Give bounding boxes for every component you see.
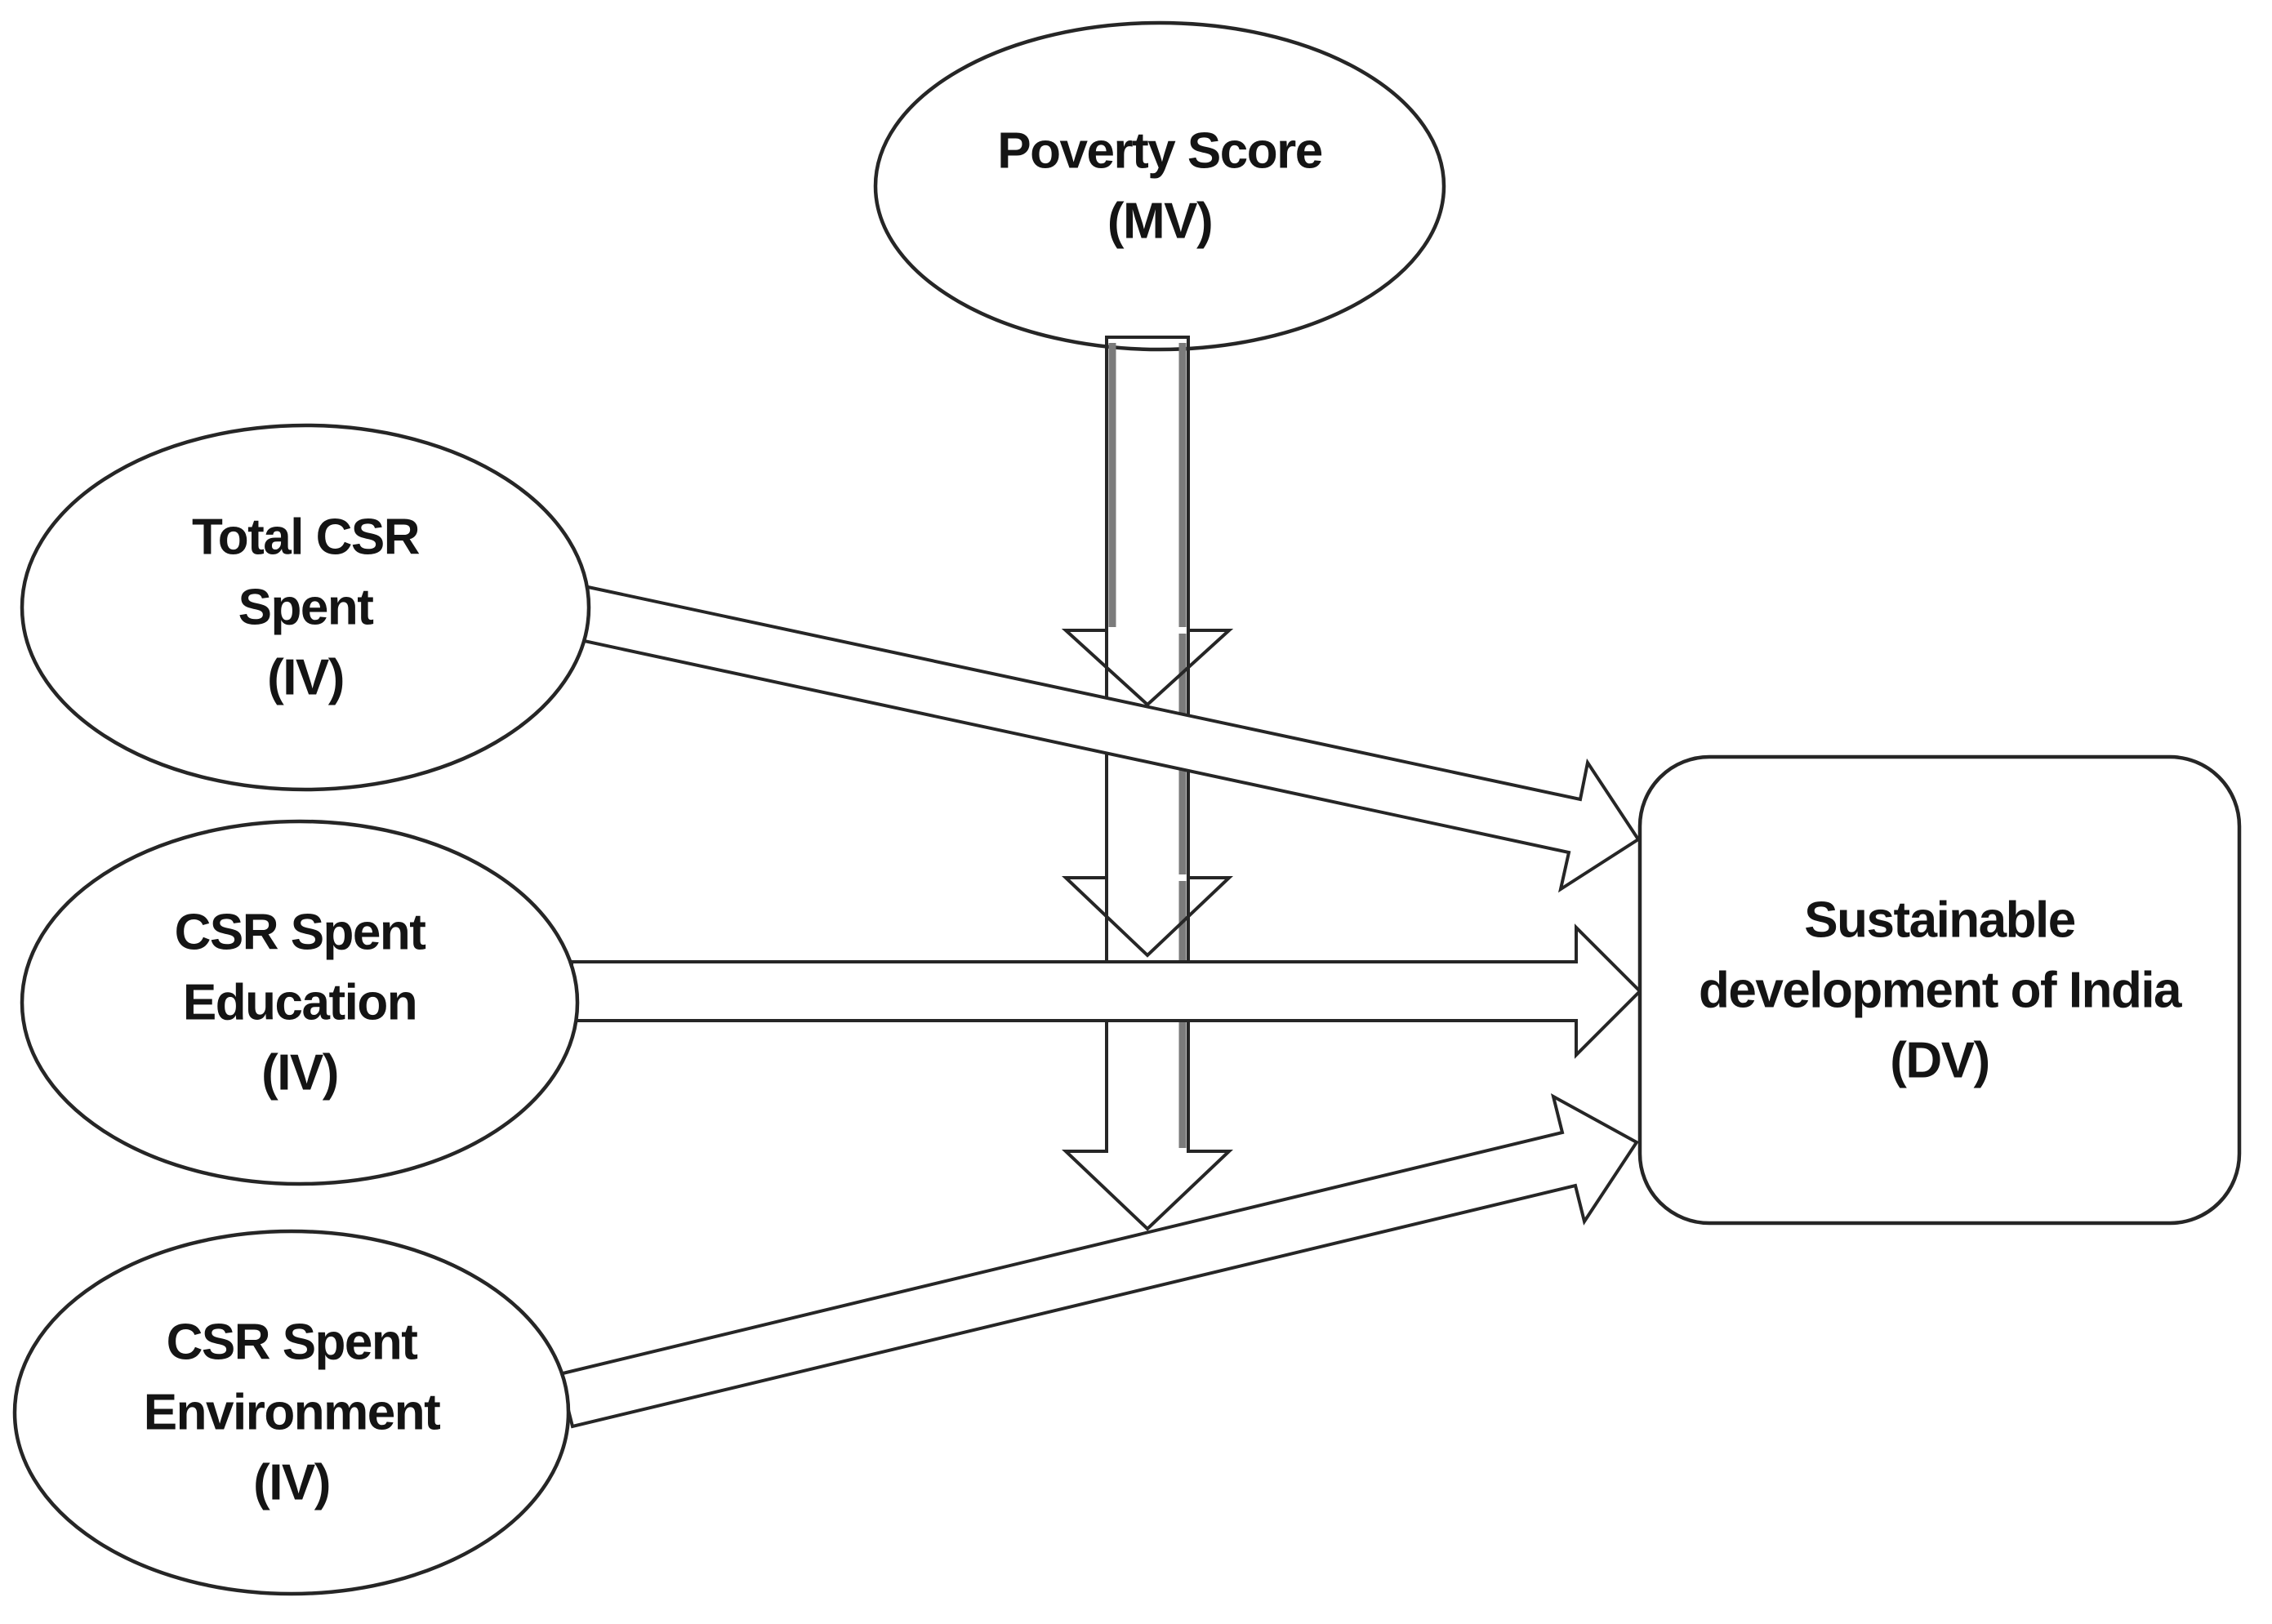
node-csr-environment-label-line2: Environment: [144, 1385, 440, 1441]
arrow-total-csr-to-dv: [574, 585, 1641, 893]
node-poverty-ellipse: [873, 20, 1446, 352]
arrow-education-to-dv: [570, 923, 1642, 1059]
node-sustainable-dev-label-line3: (DV): [1890, 1033, 1989, 1089]
node-poverty-label-line1: Poverty Score: [997, 123, 1322, 180]
node-csr-education-label-line3: (IV): [261, 1045, 338, 1101]
node-total-csr-label-line2: Spent: [238, 580, 374, 636]
node-sustainable-dev: Sustainable development of India (DV): [1637, 754, 2242, 1226]
node-poverty-label-line2: (MV): [1107, 194, 1212, 250]
node-csr-education-label-line2: Education: [183, 975, 417, 1031]
node-sustainable-dev-box: [1637, 754, 2242, 1226]
node-csr-environment: CSR Spent Environment (IV): [12, 1229, 571, 1596]
node-sustainable-dev-label-line2: development of India: [1699, 963, 2182, 1019]
node-total-csr: Total CSR Spent (IV): [20, 423, 591, 792]
node-total-csr-label-line1: Total CSR: [192, 509, 420, 566]
node-csr-education: CSR Spent Education (IV): [20, 819, 580, 1186]
moderator-arrow-top-segment: [1061, 336, 1234, 707]
node-csr-education-ellipse: [20, 819, 580, 1186]
node-csr-environment-label-line1: CSR Spent: [167, 1315, 418, 1371]
node-csr-environment-label-line3: (IV): [253, 1455, 330, 1511]
moderator-down-arrow-low: [1061, 878, 1234, 1231]
moderator-down-arrow-top: [1061, 336, 1234, 707]
node-csr-environment-ellipse: [12, 1229, 571, 1596]
arrow-environment-to-dv: [557, 1093, 1639, 1429]
node-total-csr-ellipse: [20, 423, 591, 792]
node-poverty: Poverty Score (MV): [873, 20, 1446, 352]
node-sustainable-dev-label-line1: Sustainable: [1804, 892, 2075, 949]
node-total-csr-label-line3: (IV): [267, 650, 344, 706]
node-csr-education-label-line1: CSR Spent: [175, 905, 426, 961]
